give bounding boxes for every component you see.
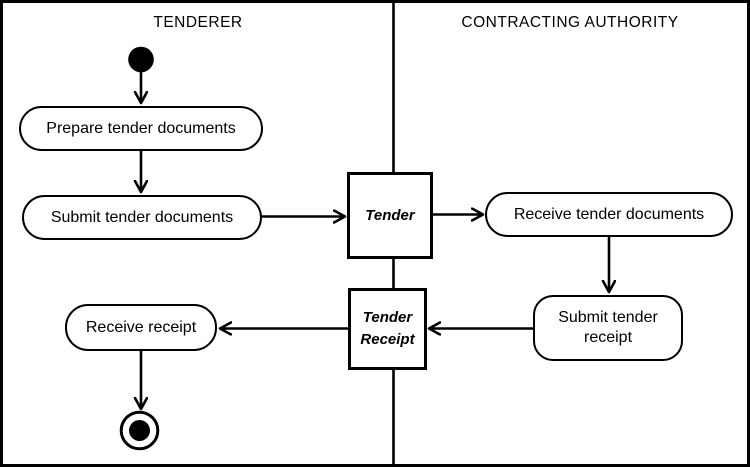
final-node-core bbox=[129, 420, 150, 441]
object-node-tender-receipt: Tender Receipt bbox=[348, 288, 427, 370]
object-node-tender: Tender bbox=[347, 172, 433, 259]
activity-submit-tender-documents: Submit tender documents bbox=[22, 195, 262, 240]
activity-receive-receipt: Receive receipt bbox=[65, 304, 217, 351]
activity-receive-tender-documents: Receive tender documents bbox=[485, 192, 733, 237]
activity-submit-tender-receipt: Submit tender receipt bbox=[533, 295, 683, 361]
activity-prepare-tender-documents: Prepare tender documents bbox=[19, 106, 263, 151]
lane-title-tenderer: TENDERER bbox=[153, 14, 243, 31]
lane-title-contracting-authority: CONTRACTING AUTHORITY bbox=[461, 14, 679, 31]
initial-node bbox=[128, 46, 154, 73]
